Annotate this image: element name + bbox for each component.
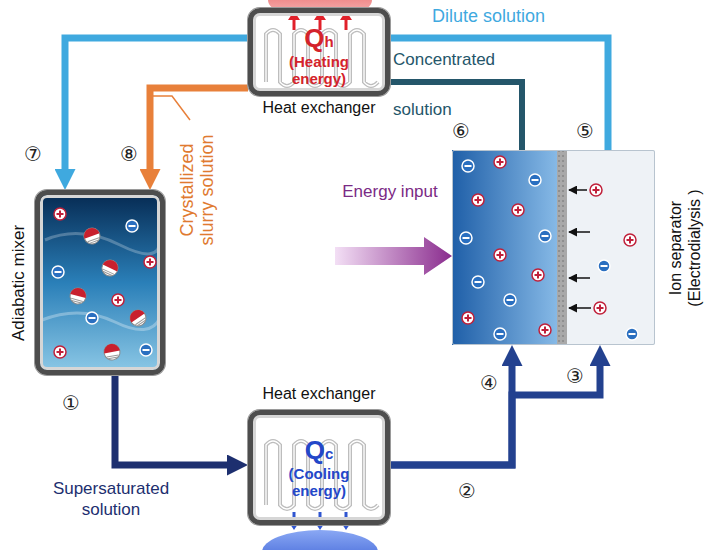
- exchanger-interior: [250, 10, 388, 94]
- crystal-symbol: [127, 307, 149, 329]
- cation-symbol: [590, 184, 602, 196]
- cation-symbol: [112, 294, 124, 306]
- cation-symbol: [539, 324, 551, 336]
- box-heading: Heat exchanger: [233, 385, 405, 403]
- energy-input-label: Energy input: [340, 182, 440, 202]
- cation-symbol: [594, 302, 606, 314]
- anion-symbol: [539, 230, 551, 242]
- cation-symbol: [624, 234, 636, 246]
- anion-symbol: [529, 174, 541, 186]
- callout-label: Crystallized slurry solution: [177, 123, 217, 258]
- mixer-box: Adiabatic mixer: [35, 190, 165, 375]
- edge-label: Supersaturated solution: [36, 478, 186, 520]
- anion-symbol: [126, 220, 138, 232]
- cooled-flow: [390, 360, 600, 465]
- callout-number: ②: [458, 480, 476, 502]
- cation-symbol: [54, 346, 66, 358]
- cold-sink: [262, 530, 378, 550]
- callout-number: ③: [566, 365, 584, 387]
- heat-arrow: [293, 19, 296, 30]
- ion-flow-arrow: [569, 231, 590, 233]
- anion-symbol: [472, 276, 484, 288]
- callout-number: ⑧: [120, 143, 138, 165]
- anion-symbol: [140, 344, 152, 356]
- callout-number: ⑥: [452, 120, 470, 142]
- energy-symbol: Qc: [253, 435, 385, 466]
- heat-arrow: [345, 19, 348, 30]
- anion-symbol: [460, 232, 472, 244]
- ion-flow-arrow: [569, 307, 591, 309]
- cation-symbol: [462, 312, 474, 324]
- cation-symbol: [494, 249, 506, 261]
- callout-number: ⑤: [576, 120, 594, 142]
- edge-label: Dilute solution: [432, 6, 617, 27]
- crystal-symbol: [68, 286, 88, 306]
- energy-arrow: [335, 237, 452, 275]
- callout-number: ⑦: [24, 143, 42, 165]
- crystal-symbol: [99, 257, 120, 278]
- cation-symbol: [512, 204, 524, 216]
- mixer-water: [38, 193, 162, 372]
- box-heading: Ion separator (Electrodialysis ): [666, 150, 704, 345]
- ion-flow-arrow: [569, 277, 590, 279]
- cation-symbol: [472, 194, 484, 206]
- dilute-return-flow: [65, 38, 248, 175]
- energy-symbol: Qh: [253, 23, 385, 54]
- heat-exchanger-box: Heat exchangerQc(Cooling energy): [248, 410, 390, 525]
- anion-symbol: [462, 160, 474, 172]
- concentrate-chamber: [452, 150, 557, 345]
- callout-number: ①: [62, 392, 80, 414]
- box-heading: Adiabatic mixer: [9, 190, 28, 375]
- ion-flow-arrow: [569, 189, 587, 191]
- leader-line: [153, 96, 190, 120]
- cooled-flow: [390, 360, 512, 465]
- supersaturated-flow: [115, 375, 233, 465]
- cation-symbol: [54, 208, 66, 220]
- cation-symbol: [494, 156, 506, 168]
- exchanger-interior: [250, 412, 388, 523]
- anion-symbol: [626, 328, 638, 340]
- crystal-symbol: [103, 343, 122, 362]
- cation-symbol: [532, 269, 544, 281]
- box-heading: Heat exchanger: [233, 99, 405, 117]
- membrane: [557, 150, 567, 345]
- anion-symbol: [86, 312, 98, 324]
- callout-number: ④: [480, 372, 498, 394]
- edge-label: Concentrated solution: [393, 35, 505, 135]
- water-ripple: [45, 234, 160, 254]
- energy-label: (Cooling energy): [275, 465, 363, 499]
- anion-symbol: [494, 328, 506, 340]
- anion-symbol: [598, 260, 610, 272]
- anion-symbol: [52, 266, 64, 278]
- heat-exchanger-box: Qh(Heating energy)Heat exchanger: [248, 8, 390, 96]
- anion-symbol: [504, 294, 516, 306]
- separator-box: Ion separator (Electrodialysis ): [452, 150, 655, 345]
- energy-label: (Heating energy): [275, 53, 363, 87]
- membrane-texture: [559, 150, 563, 345]
- cation-symbol: [144, 256, 156, 268]
- dilute-chamber: [567, 150, 655, 345]
- crystal-symbol: [82, 226, 103, 247]
